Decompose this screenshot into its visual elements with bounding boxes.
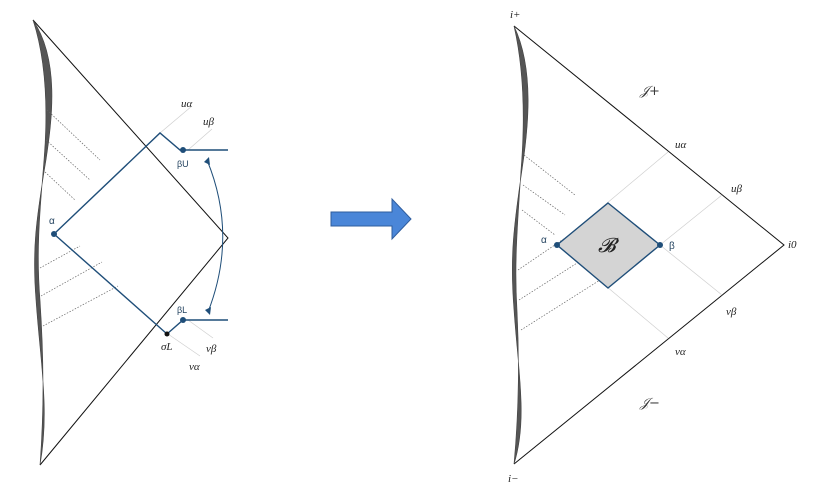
label-i-zero: i0 [788, 239, 797, 251]
label-block: 𝓑 [598, 233, 620, 257]
left-outline [32, 19, 229, 466]
left-region [53, 132, 228, 335]
right-arrow-icon [330, 197, 412, 241]
right-point-beta [657, 242, 663, 248]
label-beta-upper: βU [177, 159, 189, 169]
left-diagram: α uα uβ βU βL σL vβ vα [32, 19, 229, 466]
label-i-minus: i− [508, 473, 518, 485]
right-wavy-boundary [511, 25, 529, 465]
right-label-v-beta: vβ [726, 306, 737, 318]
right-label-alpha: α [541, 235, 547, 246]
label-alpha: α [49, 216, 55, 227]
right-label-beta: β [669, 241, 675, 252]
right-hatch-lines [517, 154, 601, 331]
label-i-plus: i+ [510, 9, 520, 21]
label-v-beta: vβ [206, 343, 217, 355]
right-point-alpha [554, 242, 560, 248]
left-wavy-boundary [32, 19, 53, 466]
label-scri-plus: 𝒥+ [639, 84, 660, 99]
label-v-alpha: vα [189, 361, 200, 373]
label-u-alpha: uα [181, 98, 193, 110]
label-u-beta: uβ [203, 116, 215, 128]
right-diagram: i+ i− i0 𝒥+ 𝒥− 𝓑 α β uα uβ vβ vα [508, 9, 797, 485]
left-arrowhead-bottom [205, 307, 211, 315]
right-label-u-beta: uβ [731, 183, 743, 195]
right-outline [513, 25, 785, 465]
left-curved-arrow [206, 159, 224, 313]
label-sigma: σL [161, 341, 173, 353]
label-scri-minus: 𝒥− [639, 396, 660, 411]
point-sigma [164, 331, 170, 337]
point-beta-lower [180, 317, 186, 323]
point-alpha [51, 231, 57, 237]
label-beta-lower: βL [177, 305, 187, 315]
right-label-u-alpha: uα [675, 139, 687, 151]
left-grid-lines [159, 105, 214, 357]
right-label-v-alpha: vα [675, 346, 686, 358]
left-arrowhead-top [204, 157, 210, 165]
point-beta-upper [180, 147, 186, 153]
